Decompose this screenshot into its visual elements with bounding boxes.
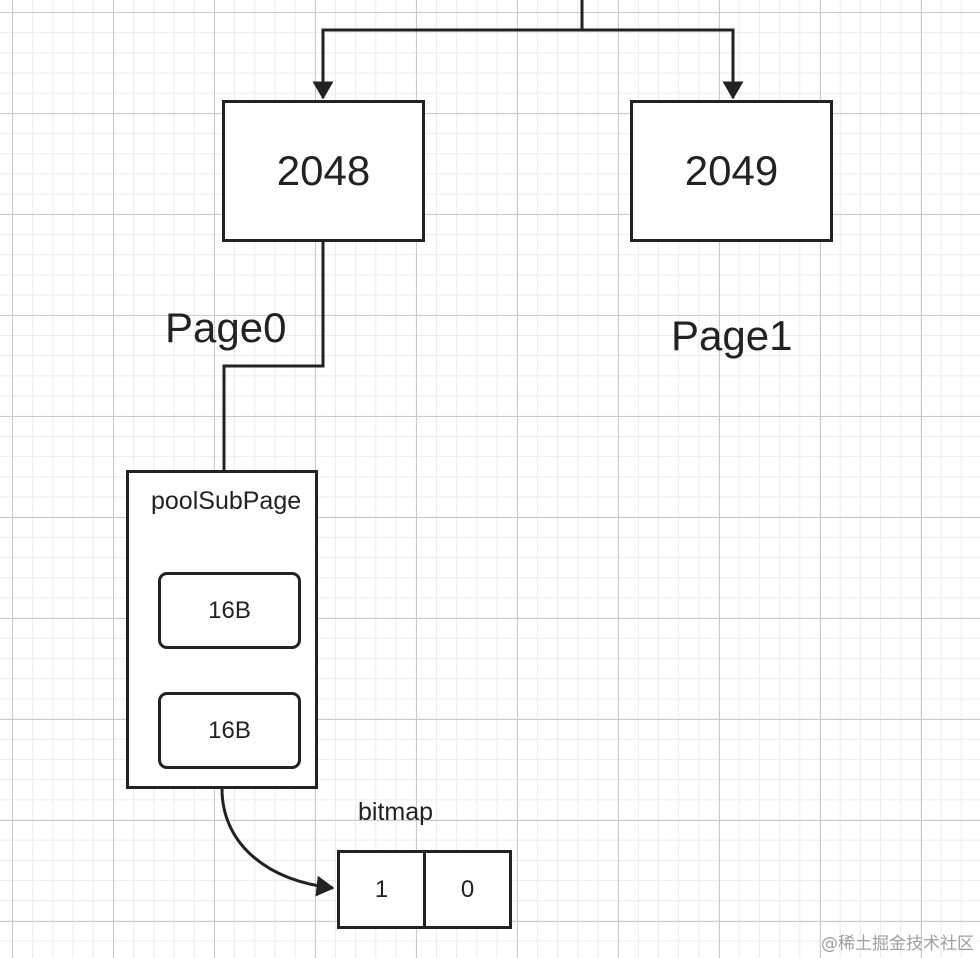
bitmap-box: 1 0: [337, 850, 512, 929]
slot-16b-second: 16B: [158, 692, 301, 769]
page1-label: Page1: [671, 312, 793, 359]
node-2049-value: 2049: [684, 147, 779, 194]
watermark: @稀土掘金技术社区: [821, 934, 974, 954]
arrow-to-right-node: [582, 28, 744, 100]
bitmap-bit-second: 0: [423, 853, 509, 926]
slot-16b-first-label: 16B: [208, 596, 251, 624]
slot-16b-second-label: 16B: [208, 716, 251, 744]
node-2049: 2049: [630, 100, 833, 242]
pool-subpage-box: poolSubPage 16B 16B: [126, 470, 318, 789]
arrow-to-left-node: [312, 28, 582, 100]
arrow-to-bitmap: [220, 788, 335, 897]
arrow-to-subpage: [213, 242, 325, 492]
pool-subpage-title: poolSubPage: [151, 487, 302, 515]
bitmap-bit-first: 1: [374, 875, 389, 903]
bitmap-label: bitmap: [358, 798, 434, 826]
slot-16b-first: 16B: [158, 572, 301, 649]
node-2048: 2048: [222, 100, 425, 242]
page0-label: Page0: [165, 304, 287, 351]
node-2048-value: 2048: [276, 147, 371, 194]
